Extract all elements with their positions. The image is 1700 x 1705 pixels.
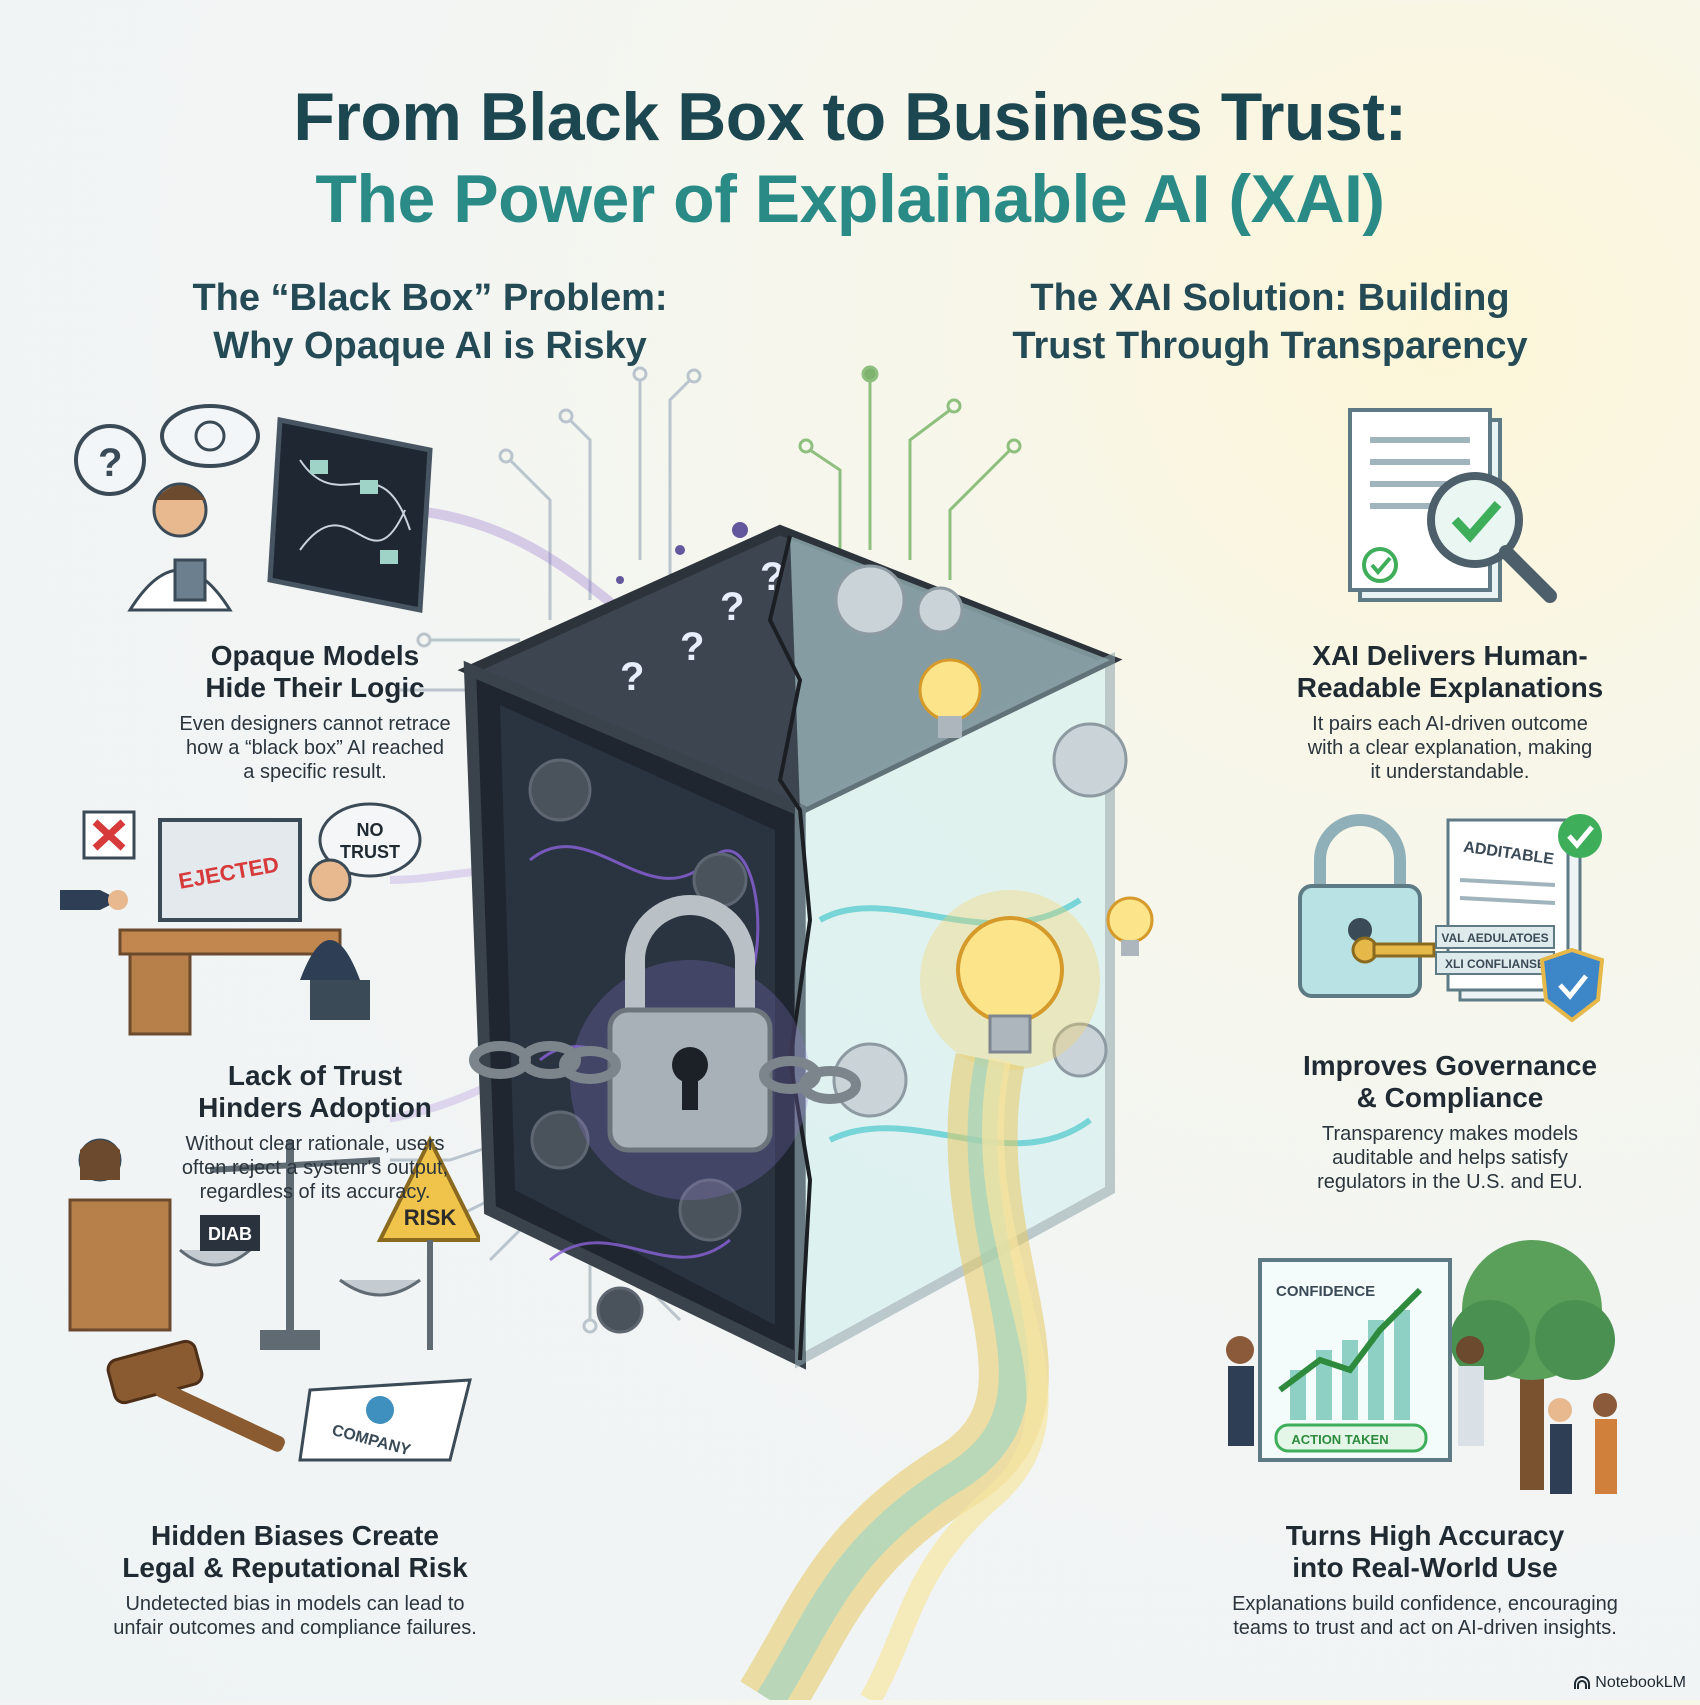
thought-cloud-icon	[160, 404, 260, 468]
black-box-cube-illustration: ? ? ? ?	[379, 360, 1250, 1705]
svg-text:VAL AEDULATOES: VAL AEDULATOES	[1441, 931, 1548, 945]
xai-section-heading: The XAI Solution: Building Trust Through…	[960, 274, 1580, 370]
svg-text:DIAB: DIAB	[208, 1224, 252, 1244]
lightbulb-icon	[920, 890, 1100, 1070]
item-title: Hidden Biases Create Legal & Reputationa…	[122, 1520, 468, 1583]
svg-text:ACTION TAKEN: ACTION TAKEN	[1291, 1432, 1388, 1447]
governance-illustration: ADDITABLE VAL AEDULATOES XLI CONFLIANSE	[1290, 810, 1610, 1030]
main-subtitle: The Power of Explainable AI (XAI)	[315, 161, 1385, 237]
brand-label: NotebookLM	[1595, 1674, 1686, 1691]
black-box-heading-line1: The “Black Box” Problem:	[192, 277, 668, 319]
magnifier-check-icon	[1427, 472, 1557, 603]
desk	[118, 928, 342, 1036]
left-item-hidden-biases: Hidden Biases Create Legal & Reputationa…	[15, 1520, 575, 1640]
item-description: Without clear rationale, users often rej…	[181, 1133, 449, 1203]
item-title: XAI Delivers Human- Readable Explanation…	[1296, 640, 1604, 703]
gavel-icon	[106, 1339, 285, 1452]
key-icon	[1351, 936, 1436, 964]
company-paper: COMPANY	[298, 1378, 472, 1462]
notebooklm-logo-icon	[1574, 1676, 1591, 1689]
office-worker	[300, 858, 370, 1020]
small-lightbulb-icon	[918, 658, 1154, 956]
item-title: Improves Governance & Compliance	[1302, 1050, 1598, 1113]
item-title: Turns High Accuracy into Real-World Use	[1285, 1520, 1565, 1583]
tree-icon	[1450, 1240, 1615, 1490]
green-circuit-lines	[798, 365, 1022, 580]
svg-text:?: ?	[720, 585, 744, 629]
document-magnifier-illustration	[1340, 400, 1580, 630]
document-icon	[1348, 408, 1502, 602]
xai-heading-line1: The XAI Solution: Building	[1030, 277, 1510, 319]
rejected-monitor: EJECTED	[158, 818, 302, 922]
shield-check-icon	[1539, 947, 1605, 1023]
no-trust-bubble: NO TRUST	[318, 802, 422, 878]
chain	[469, 1041, 861, 1104]
item-description: It pairs each AI-driven outcome with a c…	[1307, 713, 1593, 783]
padlock-icon	[1298, 814, 1422, 998]
scientist-figure	[127, 482, 233, 612]
svg-text:NO: NO	[357, 820, 384, 840]
left-item-lack-of-trust: Lack of Trust Hinders Adoption Without c…	[65, 1060, 565, 1204]
item-description: Transparency makes models auditable and …	[1317, 1123, 1583, 1193]
main-title: From Black Box to Business Trust:	[293, 79, 1407, 155]
scales-icon: DIAB	[179, 1140, 421, 1350]
item-description: Even designers cannot retrace how a “bla…	[179, 713, 451, 783]
judge-figure	[68, 1138, 172, 1332]
right-item-real-world-use: Turns High Accuracy into Real-World Use …	[1145, 1520, 1700, 1640]
right-item-human-readable: XAI Delivers Human- Readable Explanation…	[1200, 640, 1700, 784]
right-item-governance: Improves Governance & Compliance Transpa…	[1200, 1050, 1700, 1194]
checkmark-icon	[1558, 814, 1602, 858]
legal-risk-illustration: DIAB RISK COMPANY	[50, 1130, 480, 1500]
item-description: Explanations build confidence, encouragi…	[1232, 1593, 1618, 1639]
black-box-heading-line2: Why Opaque AI is Risky	[213, 325, 647, 367]
rejected-output-illustration: NO TRUST EJECTED	[60, 800, 440, 1040]
svg-text:?: ?	[680, 625, 704, 669]
item-description: Undetected bias in models can lead to un…	[113, 1593, 477, 1639]
xai-heading-line2: Trust Through Transparency	[1012, 325, 1528, 367]
svg-text:?: ?	[620, 655, 644, 699]
confused-scientist-illustration: ?	[60, 400, 440, 630]
svg-text:XLI CONFLIANSE: XLI CONFLIANSE	[1445, 957, 1545, 971]
padlock-icon	[570, 895, 810, 1200]
question-bubble-icon: ?	[74, 424, 146, 496]
svg-text:RISK: RISK	[404, 1205, 457, 1230]
rejected-x-icon	[82, 810, 136, 860]
handshake	[60, 890, 128, 910]
team-figures	[1226, 1336, 1617, 1494]
item-title: Lack of Trust Hinders Adoption	[198, 1060, 432, 1123]
warning-sign-icon: RISK	[376, 1135, 480, 1350]
notebooklm-brand: NotebookLM	[1573, 1674, 1686, 1692]
tangled-network-screen	[267, 416, 433, 614]
svg-text:?: ?	[98, 441, 122, 485]
black-box-section-heading: The “Black Box” Problem: Why Opaque AI i…	[120, 274, 740, 370]
left-item-opaque-models: Opaque Models Hide Their Logic Even desi…	[65, 640, 565, 784]
item-title: Opaque Models Hide Their Logic	[205, 640, 425, 703]
svg-text:TRUST: TRUST	[340, 842, 400, 862]
team-confidence-illustration: CONFIDENCE ACTION TAKEN	[1220, 1240, 1640, 1510]
confidence-dashboard: CONFIDENCE ACTION TAKEN	[1258, 1258, 1452, 1462]
svg-text:CONFIDENCE: CONFIDENCE	[1276, 1283, 1375, 1300]
